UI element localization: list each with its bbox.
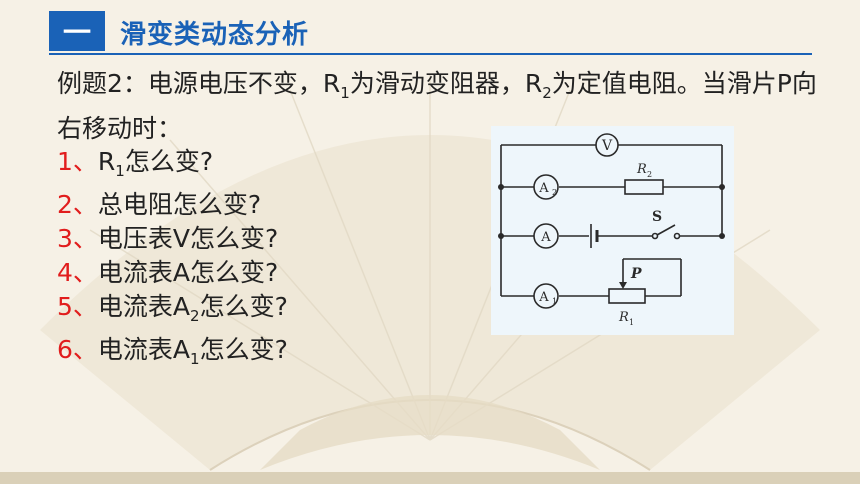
question-text-tail: 怎么变? xyxy=(199,335,288,364)
question-item: 2、总电阻怎么变? xyxy=(57,188,288,222)
r1-subscript: 1 xyxy=(629,318,634,327)
question-text-tail: 怎么变? xyxy=(124,147,214,176)
problem-r2-subscript: 2 xyxy=(542,84,552,102)
circuit-diagram: V A 2 A A 1 R 2 S P R 1 xyxy=(491,126,734,335)
ammeter-a2-label: A xyxy=(538,181,549,196)
ammeter-a2-subscript: 2 xyxy=(552,188,557,197)
question-list: 1、R1怎么变? 2、总电阻怎么变? 3、电压表V怎么变? 4、电流表A怎么变?… xyxy=(57,145,288,376)
question-text: 电流表A xyxy=(97,292,191,321)
voltmeter-icon xyxy=(595,133,619,157)
header-divider xyxy=(49,53,812,55)
problem-intro: 例题2：电源电压不变，R xyxy=(57,69,341,98)
circuit-svg: V A 2 A A 1 R 2 S P R 1 xyxy=(498,133,725,327)
ammeter-a-icon xyxy=(533,223,559,249)
r2-subscript: 2 xyxy=(647,170,652,179)
question-text: 电流表A怎么变? xyxy=(97,258,279,287)
question-text: R xyxy=(97,147,116,176)
question-subscript: 1 xyxy=(190,350,200,368)
section-badge: 一 xyxy=(49,11,105,51)
problem-end: 为定值电阻。当滑片P向右移动时： xyxy=(57,69,817,143)
question-item: 1、R1怎么变? xyxy=(57,145,288,188)
section-title: 滑变类动态分析 xyxy=(120,20,310,50)
problem-statement: 例题2：电源电压不变，R1为滑动变阻器，R2为定值电阻。当滑片P向右移动时： xyxy=(57,66,817,147)
voltmeter-label: V xyxy=(601,138,613,154)
question-text: 电压表V怎么变? xyxy=(97,224,279,253)
question-subscript: 2 xyxy=(190,307,200,325)
question-number: 1、 xyxy=(57,147,98,176)
question-number: 4、 xyxy=(57,258,98,287)
problem-mid: 为滑动变阻器，R xyxy=(349,69,543,98)
r1-label: R xyxy=(618,310,629,325)
ammeter-a-label: A xyxy=(540,230,551,245)
ammeter-a1-label: A xyxy=(538,290,549,305)
question-number: 5、 xyxy=(57,292,98,321)
switch-label: S xyxy=(652,209,662,225)
question-number: 2、 xyxy=(57,190,98,219)
r2-label: R xyxy=(636,162,647,177)
ammeter-a1-subscript: 1 xyxy=(552,297,557,306)
problem-r1-subscript: 1 xyxy=(340,84,350,102)
question-item: 3、电压表V怎么变? xyxy=(57,222,288,256)
question-subscript: 1 xyxy=(115,162,125,180)
question-text: 总电阻怎么变? xyxy=(97,190,262,219)
question-number: 3、 xyxy=(57,224,98,253)
question-item: 6、电流表A1怎么变? xyxy=(57,333,288,376)
question-number: 6、 xyxy=(57,335,98,364)
question-text-tail: 怎么变? xyxy=(199,292,288,321)
question-item: 5、电流表A2怎么变? xyxy=(57,290,288,333)
question-item: 4、电流表A怎么变? xyxy=(57,256,288,290)
question-text: 电流表A xyxy=(97,335,191,364)
bottom-bar xyxy=(0,472,860,484)
ammeter-a1-icon xyxy=(533,283,559,309)
slider-label: P xyxy=(630,266,642,282)
ammeter-a2-icon xyxy=(533,174,559,200)
